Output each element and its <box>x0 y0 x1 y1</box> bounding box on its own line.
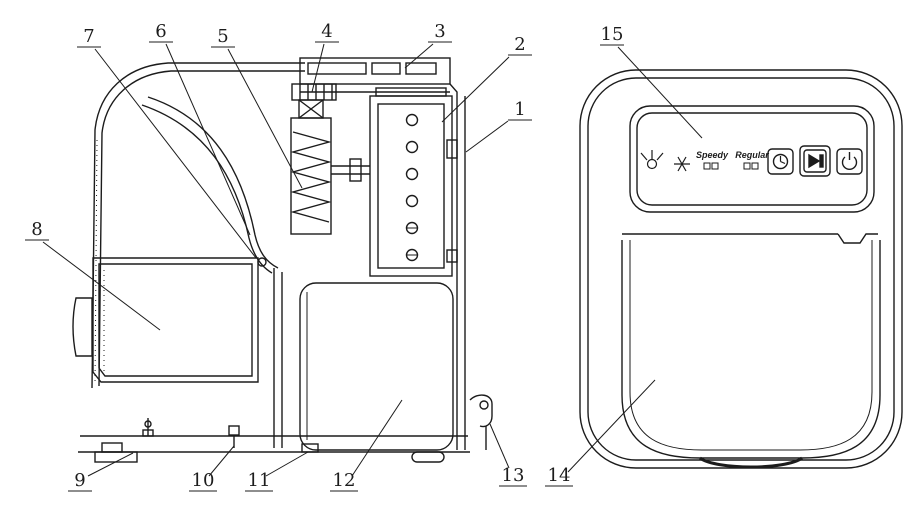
callout-1: 1 <box>465 99 532 153</box>
section-outer-shell <box>91 57 466 450</box>
water-spray-icon <box>640 150 664 170</box>
callout-5-number: 5 <box>217 26 228 47</box>
timer-icon <box>767 148 794 175</box>
callout-12: 12 <box>330 399 403 492</box>
water-valve <box>469 394 493 450</box>
callout-9-number: 9 <box>74 470 85 491</box>
callout-8-leader <box>42 241 161 331</box>
callout-15-number: 15 <box>601 24 624 45</box>
front-view: Speedy Regular <box>579 69 903 469</box>
callout-10-leader <box>208 445 235 477</box>
snowflake-icon <box>674 156 690 172</box>
callout-10-number: 10 <box>192 470 215 491</box>
evaporator-unit <box>369 87 453 277</box>
callouts: 7 6 5 4 3 2 1 <box>25 21 703 492</box>
callout-12-leader <box>351 399 403 477</box>
callout-9: 9 <box>68 452 134 492</box>
callout-6-leader <box>165 43 251 236</box>
callout-6: 6 <box>149 21 251 236</box>
callout-8: 8 <box>25 219 161 331</box>
callout-13-number: 13 <box>502 465 525 486</box>
callout-2-leader <box>441 56 510 123</box>
power-icon <box>836 148 863 175</box>
callout-14-number: 14 <box>548 465 571 486</box>
callout-11-number: 11 <box>248 470 271 491</box>
callout-5-leader <box>227 48 303 189</box>
callout-4-leader <box>311 43 325 93</box>
section-view <box>72 57 493 463</box>
callout-9-leader <box>87 452 134 477</box>
callout-15: 15 <box>600 24 703 139</box>
callout-13-leader <box>489 423 510 469</box>
hopper-chute <box>141 96 283 448</box>
callout-1-leader <box>465 120 509 153</box>
callout-14: 14 <box>545 379 656 487</box>
front-door <box>621 233 881 469</box>
callout-3-leader <box>404 43 434 69</box>
callout-3-number: 3 <box>434 21 445 42</box>
control-panel: Speedy Regular <box>629 105 875 213</box>
speedy-label: Speedy <box>696 150 729 160</box>
ice-cube-icons <box>703 162 759 170</box>
callout-12-number: 12 <box>333 470 356 491</box>
ice-bin <box>72 257 259 383</box>
callout-14-leader <box>567 379 656 473</box>
callout-7: 7 <box>77 26 257 259</box>
callout-5: 5 <box>211 26 303 189</box>
callout-11-leader <box>265 451 309 477</box>
callout-7-leader <box>94 48 257 259</box>
regular-label: Regular <box>735 150 769 160</box>
base-assembly <box>78 418 470 463</box>
callout-10: 10 <box>189 445 235 492</box>
callout-4: 4 <box>311 21 339 93</box>
callout-6-number: 6 <box>155 21 166 42</box>
callout-3: 3 <box>404 21 452 69</box>
callout-2-number: 2 <box>514 34 525 55</box>
callout-7-number: 7 <box>83 26 94 47</box>
water-tank <box>299 282 454 451</box>
callout-4-number: 4 <box>321 21 332 42</box>
run-icon <box>799 145 831 177</box>
callout-15-leader <box>617 46 703 139</box>
callout-2: 2 <box>441 34 532 123</box>
callout-13: 13 <box>489 423 527 487</box>
callout-11: 11 <box>245 451 309 492</box>
callout-8-number: 8 <box>31 219 42 240</box>
callout-1-number: 1 <box>514 99 525 120</box>
auger-assembly <box>290 83 370 235</box>
